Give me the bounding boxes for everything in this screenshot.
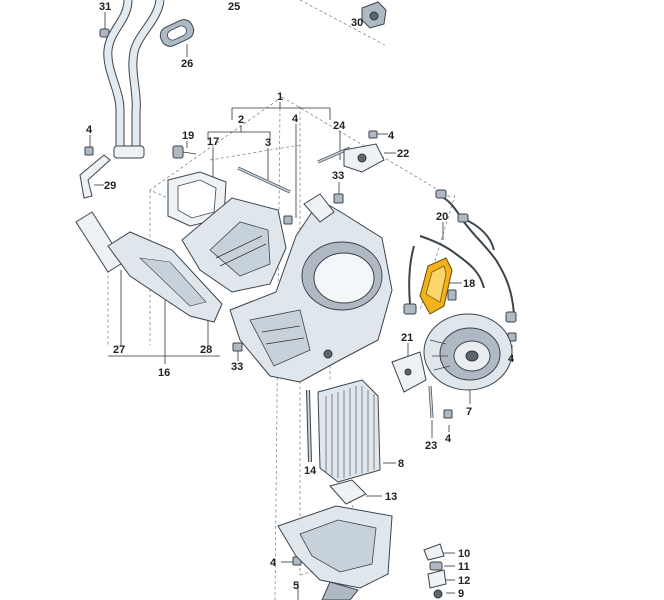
callout-10: 10 (458, 548, 470, 560)
callout-33-lower: 33 (231, 361, 243, 373)
part-2-upper-housing (181, 197, 287, 293)
callout-7: 7 (466, 406, 472, 418)
part-1-main-housing (229, 193, 393, 383)
part-14-tube (306, 389, 312, 463)
callout-4-top-center: 4 (292, 113, 299, 125)
callout-4-left: 4 (86, 124, 93, 136)
callout-13: 13 (385, 491, 397, 503)
callout-4-right-top: 4 (388, 130, 395, 142)
callout-2: 2 (238, 114, 244, 126)
part-17-duct-frame (167, 171, 227, 227)
callout-3: 3 (265, 137, 271, 149)
leader-lines (89, 12, 513, 600)
callout-27: 27 (113, 344, 125, 356)
callout-20: 20 (436, 211, 448, 223)
callout-14: 14 (304, 465, 317, 477)
callout-8: 8 (398, 458, 404, 470)
callout-4-lower-right: 4 (445, 433, 452, 445)
callout-31: 31 (99, 1, 111, 13)
callout-33-upper: 33 (332, 170, 344, 182)
callout-23: 23 (425, 440, 437, 452)
part-13-clip (329, 479, 367, 505)
callout-9: 9 (458, 588, 464, 600)
part-18-blower-resistor (419, 257, 457, 315)
part-coolant-pipes (103, 0, 165, 159)
callout-12: 12 (458, 575, 470, 587)
part-22-actuator (343, 143, 385, 173)
part-29-bracket (79, 154, 111, 199)
part-5-drain-tray (277, 505, 393, 600)
part-16-side-panel (107, 231, 223, 323)
callout-22: 22 (397, 148, 409, 160)
callout-1: 1 (277, 91, 283, 103)
part-23-rod (428, 385, 434, 419)
callout-19: 19 (182, 130, 194, 142)
callout-4-right-mid: 4 (508, 353, 515, 365)
part-7-blower-motor (423, 313, 513, 391)
callout-11: 11 (458, 561, 470, 573)
callout-26: 26 (181, 58, 193, 70)
callout-25: 25 (228, 1, 240, 13)
part-26-gasket (159, 19, 195, 47)
part-small-hardware-stack (423, 543, 447, 599)
screws (84, 130, 517, 566)
callout-16: 16 (158, 367, 170, 379)
callout-18: 18 (463, 278, 475, 290)
callout-30: 30 (351, 17, 363, 29)
callout-28: 28 (200, 344, 212, 356)
callout-labels: 31 25 30 26 1 2 3 4 4 24 4 19 17 22 29 3… (86, 1, 515, 600)
callout-4-bottom-left: 4 (270, 557, 277, 569)
part-21-bracket (391, 351, 427, 393)
part-20-wiring-harness (403, 189, 517, 323)
callout-5: 5 (293, 580, 299, 592)
callout-17: 17 (207, 136, 219, 148)
part-19-sensor (172, 145, 197, 159)
callout-29: 29 (104, 180, 116, 192)
callout-21: 21 (401, 332, 413, 344)
part-8-evaporator (317, 379, 381, 483)
part-30-clip (361, 1, 387, 29)
callout-24: 24 (333, 120, 346, 132)
part-3-rod (237, 166, 291, 194)
